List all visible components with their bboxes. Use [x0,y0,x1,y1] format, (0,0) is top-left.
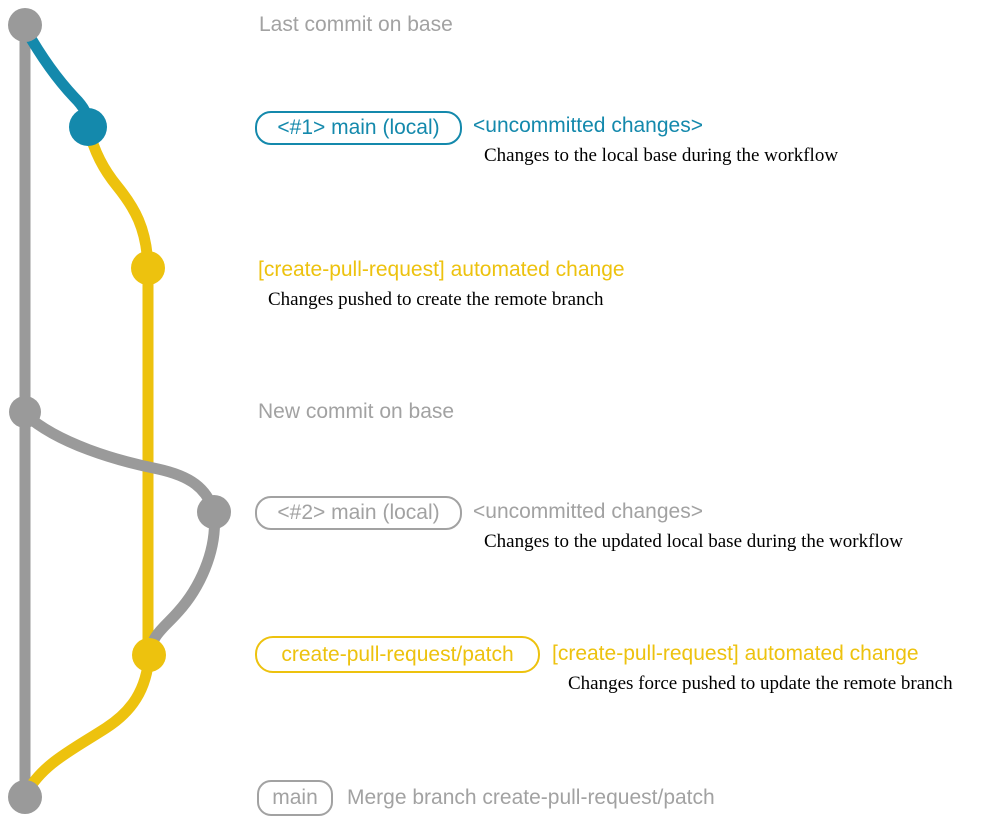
description-changes-pushed: Changes pushed to create the remote bran… [268,289,604,310]
commit-node-merge [8,780,42,814]
branch-badge-main2: <#2> main (local) [255,496,462,530]
description-local-base-changes: Changes to the local base during the wor… [484,145,839,166]
edge-main2-to-patch2 [143,506,221,661]
commit-node-main1 [69,108,107,146]
label-last-commit-on-base: Last commit on base [259,13,453,36]
commit-node-last-base [8,8,42,42]
status-uncommitted-changes-2: <uncommitted changes> [473,500,703,523]
commit-node-patch1 [131,251,165,285]
commit-graph [8,8,231,814]
status-uncommitted-changes-1: <uncommitted changes> [473,114,703,137]
branch-badge-main-final-label: main [272,786,318,809]
commit-node-patch2 [132,638,166,672]
edge-main1-to-patch1 [82,121,154,274]
branch-badge-main1: <#1> main (local) [255,111,462,145]
edge-base-to-main2 [19,408,220,518]
commit-message-automated-change-1: [create-pull-request] automated change [258,258,625,281]
commit-node-new-base [9,396,41,428]
edge-patch2-to-merge [20,649,155,800]
branch-badge-patch: create-pull-request/patch [255,636,540,673]
description-changes-force-pushed: Changes force pushed to update the remot… [568,673,953,694]
description-updated-local-base-changes: Changes to the updated local base during… [484,531,903,552]
label-new-commit-on-base: New commit on base [258,400,455,423]
commit-message-automated-change-2: [create-pull-request] automated change [552,642,919,665]
branch-badge-main1-label: <#1> main (local) [277,116,440,139]
branch-badge-main-final: main [257,780,333,816]
branch-badge-patch-label: create-pull-request/patch [281,642,514,666]
branch-badge-main2-label: <#2> main (local) [277,501,440,524]
commit-message-merge-branch: Merge branch create-pull-request/patch [347,786,715,809]
commit-node-main2 [197,495,231,529]
